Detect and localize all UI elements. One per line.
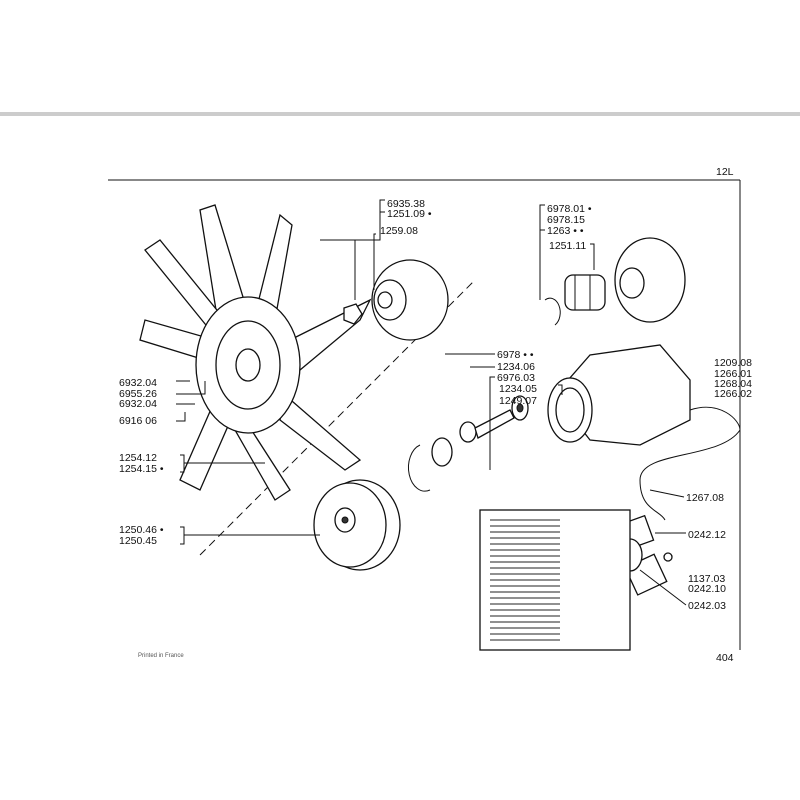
part-label: 1251.09 •	[387, 208, 432, 220]
bearing-top-labels: 6978.01 • 6978.15 1263 • • 1251.11	[547, 203, 592, 252]
part-label: 6978 • •	[497, 349, 534, 361]
pump-housing-drawing	[547, 344, 741, 446]
part-label: 1263 • •	[547, 225, 584, 237]
part-label: 1254.15 •	[119, 463, 164, 475]
part-label: 1251.11	[549, 240, 586, 252]
part-label: 6916 06	[119, 415, 157, 427]
shaft-labels: 6978 • • 1234.06 6976.03 1234.05 1249.07	[497, 349, 537, 407]
page-frame	[108, 179, 741, 650]
sensor-top-labels: 1209.08 1266.01 1268.04 1266.02	[714, 357, 752, 400]
pulley-labels: 1250.46 • 1250.45	[119, 524, 164, 547]
part-label: 1234.05	[499, 383, 537, 395]
part-label: 1249.07	[499, 395, 537, 407]
imprint: Printed in France	[138, 653, 184, 659]
fan-drawing	[139, 204, 372, 501]
part-label: 6955.26	[119, 388, 157, 400]
part-label: 1266.01	[714, 368, 752, 380]
part-label: 0242.03	[688, 600, 726, 612]
part-label: 1137.03	[688, 573, 725, 585]
shaft-drawing	[408, 395, 529, 492]
part-label: 6932.04	[119, 377, 157, 389]
switch-labels: 0242.12 1137.03 0242.10 0242.03	[688, 529, 726, 612]
part-label: 0242.10	[688, 583, 726, 595]
part-label: 1234.06	[497, 361, 535, 373]
hub-top-labels: 6935.38 1251.09 • 1259.08	[380, 198, 432, 237]
part-label: 1267.08	[686, 492, 724, 504]
radiator-drawing	[479, 509, 631, 651]
fan-fastener-labels: 6932.04 6955.26 6932.04 6916 06	[119, 377, 157, 427]
bearing-cover-drawing	[544, 237, 686, 326]
part-label: 6935.38	[387, 198, 425, 210]
scan-top-edge	[0, 112, 800, 116]
part-label: 1266.02	[714, 388, 752, 400]
hub-drawing	[343, 240, 449, 341]
part-label: 6978.15	[547, 214, 585, 226]
section-code: 12L	[716, 166, 734, 178]
part-label: 1250.46 •	[119, 524, 164, 536]
part-label: 1254.12	[119, 452, 157, 464]
pulley-drawing	[313, 479, 401, 571]
part-label: 1209.08	[714, 357, 752, 369]
part-label: 1268.04	[714, 378, 752, 390]
page-number: 404	[716, 652, 734, 664]
sensor-cable	[639, 429, 741, 521]
part-label: 6976.03	[497, 372, 535, 384]
part-label: 1250.45	[119, 535, 157, 547]
fan-labels: 1254.12 1254.15 •	[119, 452, 164, 475]
part-label: 0242.12	[688, 529, 726, 541]
part-label: 1259.08	[380, 225, 418, 237]
part-label: 6978.01 •	[547, 203, 592, 215]
leader-lines	[176, 199, 687, 606]
part-label: 6932.04	[119, 398, 157, 410]
